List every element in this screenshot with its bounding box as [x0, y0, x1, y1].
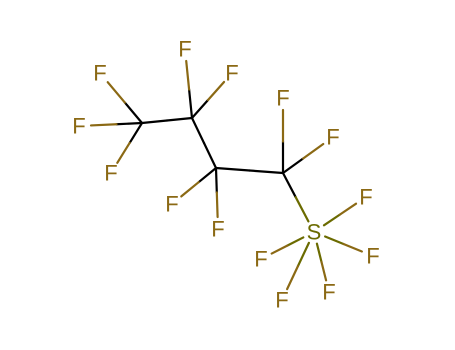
bond-c2-f5-seg0: [190, 98, 210, 120]
atom-label-f3: F: [104, 161, 117, 186]
bond-c2-c3-seg0: [190, 116, 206, 145]
bond-c1-f3-seg1: [116, 141, 131, 164]
atom-label-f5: F: [225, 61, 238, 86]
bond-c1-c2-seg0: [140, 119, 169, 125]
bond-s1-f10-seg1: [338, 202, 358, 216]
atom-label-f6: F: [165, 192, 178, 217]
bond-c3-f6-seg0: [197, 166, 218, 184]
atom-label-f4: F: [178, 37, 191, 62]
bond-c3-f6-seg1: [180, 181, 200, 198]
atom-label-f12: F: [322, 280, 335, 305]
atom-label-s1: S: [307, 220, 322, 245]
bond-layer: [89, 59, 363, 291]
atom-label-f11: F: [366, 244, 379, 269]
bond-c1-f3-seg0: [128, 121, 144, 145]
bond-c1-f1-seg1: [106, 81, 126, 104]
bond-s1-f12-seg0: [315, 242, 323, 264]
bond-c4-s1-seg1: [294, 196, 310, 223]
atom-label-f9: F: [326, 125, 339, 150]
atom-label-f1: F: [93, 61, 106, 86]
bond-c2-c3-seg1: [202, 141, 218, 170]
bond-c4-f9-seg0: [281, 157, 305, 175]
bond-c1-f2-seg0: [115, 121, 144, 126]
bond-s1-f14-seg0: [296, 241, 310, 268]
bond-c3-f7-seg0: [214, 166, 218, 194]
bond-c1-f1-seg0: [123, 101, 144, 125]
bond-c1-c2-seg1: [165, 116, 194, 122]
bond-s1-f11-seg0: [324, 235, 345, 246]
atom-label-f8: F: [276, 86, 289, 111]
bond-c2-f5-seg1: [206, 80, 226, 102]
bond-c4-s1-seg0: [281, 171, 297, 199]
bond-s1-f12-seg1: [320, 260, 328, 282]
bond-s1-f13-seg0: [286, 236, 305, 247]
atom-label-f13: F: [254, 247, 267, 272]
atom-label-f2: F: [72, 114, 85, 139]
bond-c3-c4-seg0: [214, 166, 251, 172]
atom-label-f14: F: [275, 288, 288, 313]
bond-s1-f10-seg0: [322, 213, 342, 227]
bond-c2-f4-seg1: [185, 59, 191, 91]
bond-c3-c4-seg1: [248, 169, 285, 175]
bond-c4-f9-seg1: [302, 142, 325, 160]
atom-label-f10: F: [359, 185, 372, 210]
bond-c1-f2-seg1: [89, 123, 118, 127]
atom-label-f7: F: [211, 217, 224, 242]
bond-s1-f14-seg1: [286, 264, 300, 291]
bond-s1-f11-seg1: [342, 242, 363, 253]
bond-c3-f7-seg1: [215, 191, 219, 219]
bond-s1-f13-seg1: [270, 244, 289, 255]
bond-c2-f4-seg0: [188, 88, 194, 120]
